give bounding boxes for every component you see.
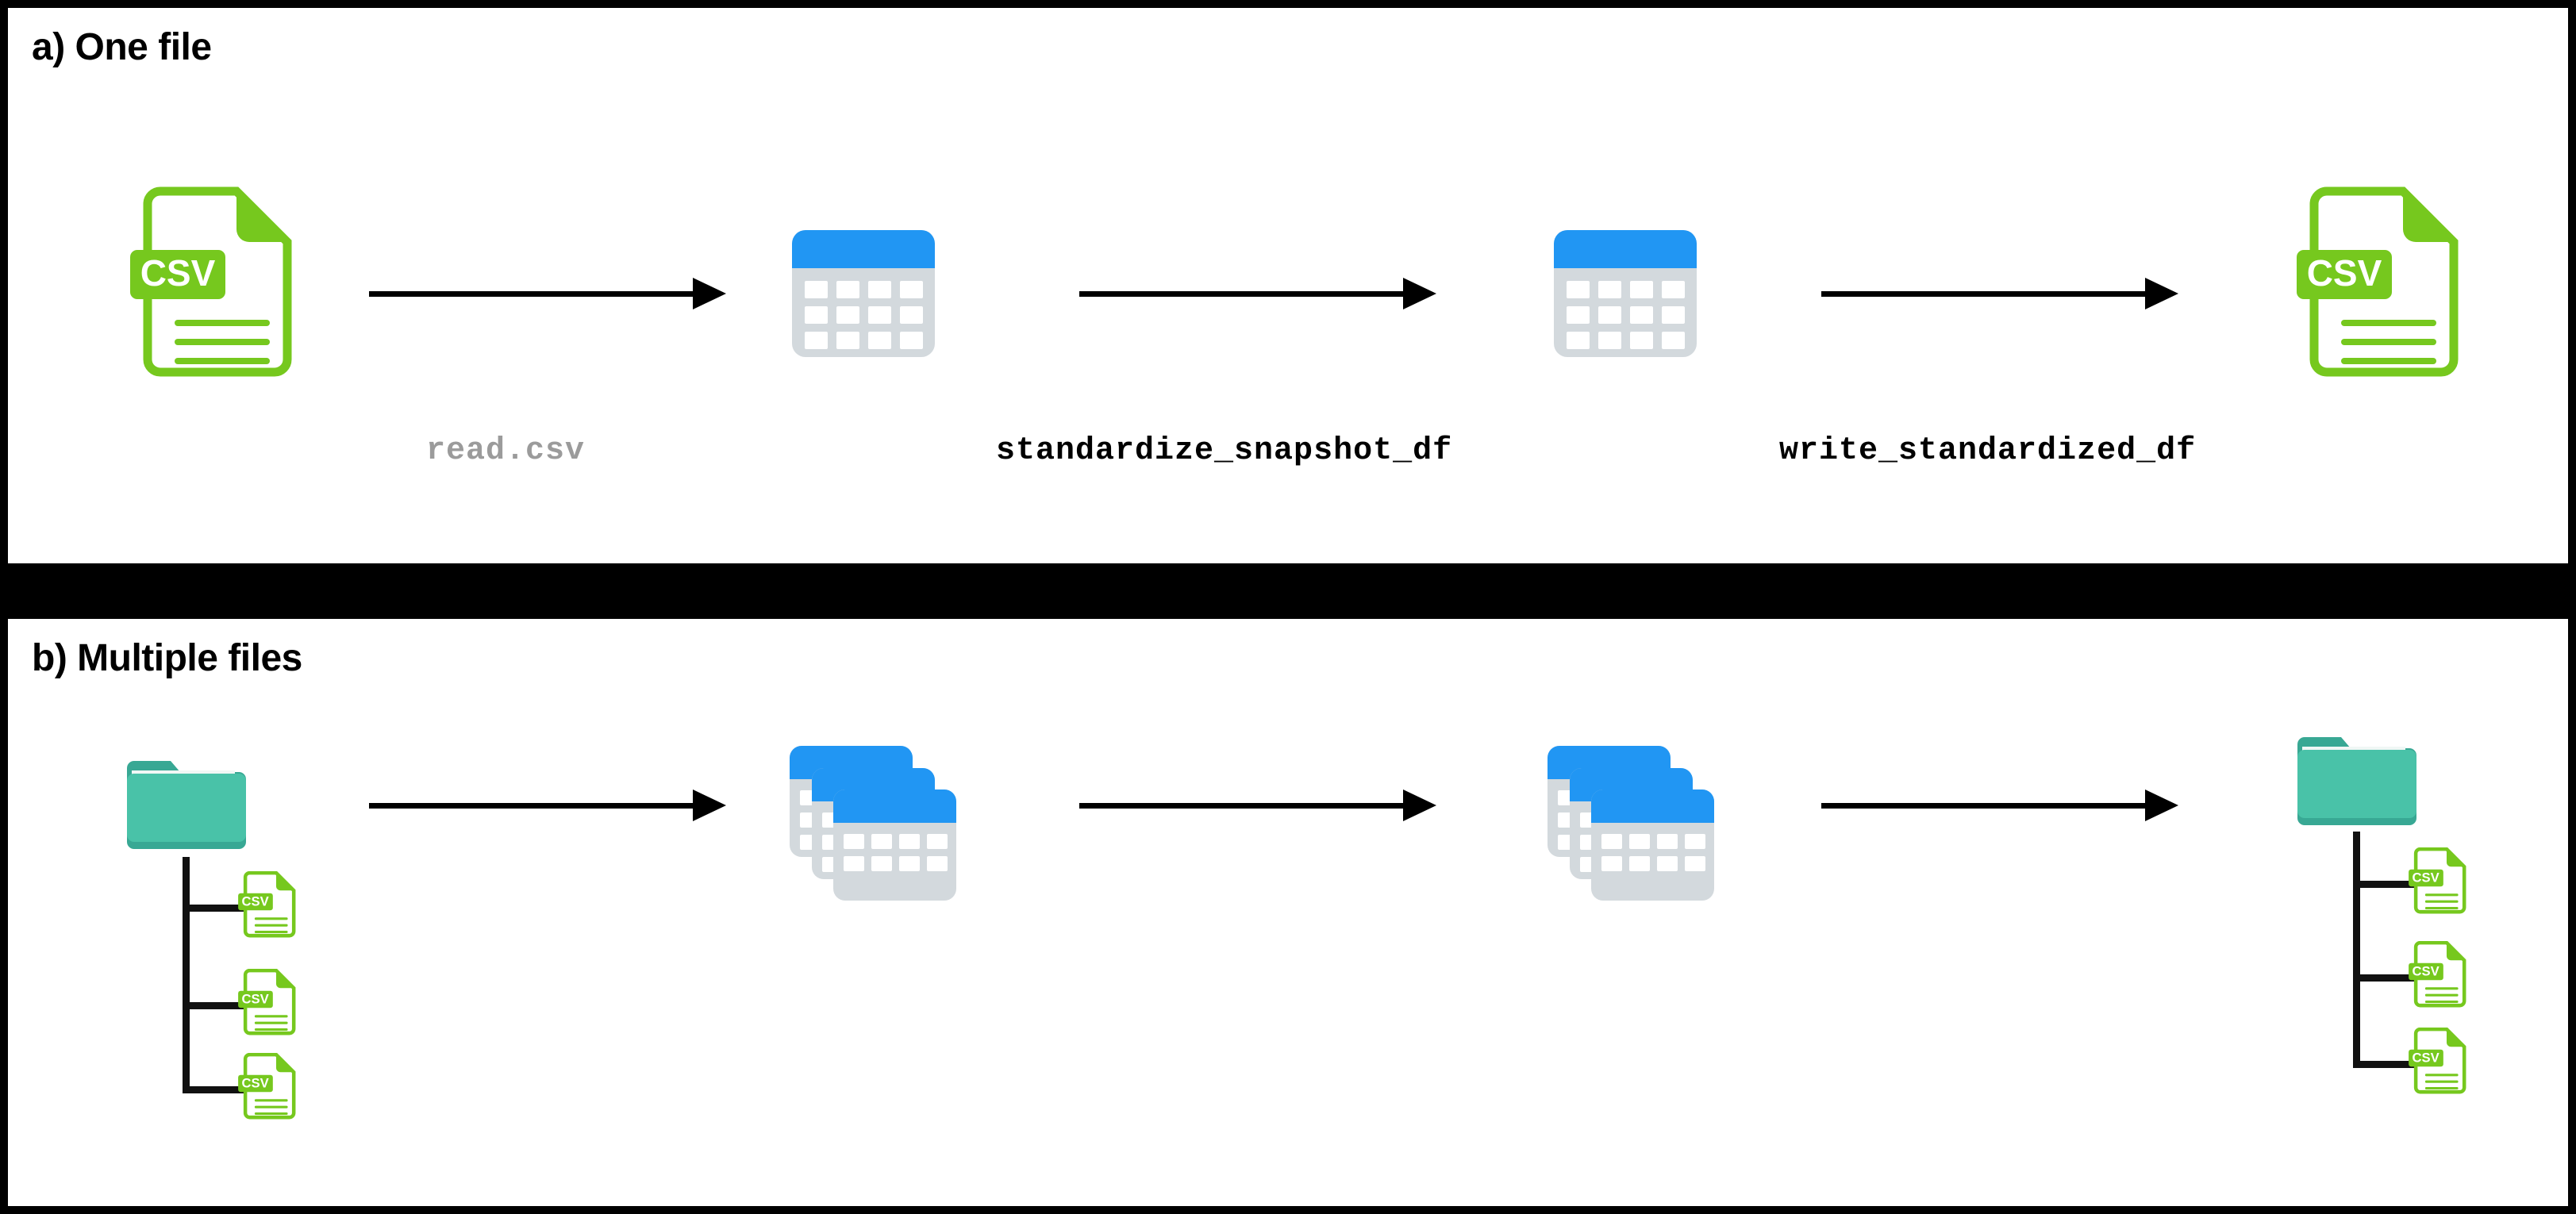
- input-tree-branch-2: [183, 1002, 265, 1009]
- arrow-write-standardized-list: [1821, 789, 2178, 821]
- arrow-shaft: [1079, 802, 1405, 809]
- standardized-dataframe: [1554, 230, 1697, 357]
- output-csv-item-3: CSV: [2409, 1028, 2472, 1095]
- output-tree-branch-3: [2353, 1061, 2436, 1068]
- svg-text:CSV: CSV: [2307, 252, 2382, 294]
- output-folder: [2297, 730, 2416, 825]
- input-tree-branch-1: [183, 905, 265, 912]
- arrow-read-snapshot-files: [369, 789, 726, 821]
- output-tree-branch-1: [2353, 881, 2436, 888]
- input-csv-file: CSV: [127, 186, 310, 381]
- label-read-csv: read.csv: [426, 433, 586, 469]
- panel-multiple-files: b) Multiple files CSV: [8, 619, 2568, 1206]
- panel-separator: [8, 563, 2568, 619]
- standardized-dataframe-list: [1548, 746, 1714, 901]
- arrow-shaft: [1821, 802, 2147, 809]
- svg-text:CSV: CSV: [140, 252, 216, 294]
- arrow-shaft: [1079, 290, 1405, 297]
- label-standardize-snapshot-df: standardize_snapshot_df: [996, 433, 1453, 469]
- arrow-shaft: [1821, 290, 2147, 297]
- arrow-head: [693, 278, 726, 309]
- arrow-shaft: [369, 290, 694, 297]
- arrow-head: [2145, 278, 2178, 309]
- input-csv-item-3: CSV: [238, 1053, 302, 1120]
- svg-text:CSV: CSV: [2413, 870, 2440, 886]
- svg-text:CSV: CSV: [242, 992, 269, 1007]
- arrow-head: [1403, 278, 1436, 309]
- output-csv-item-1: CSV: [2409, 847, 2472, 915]
- output-csv-file: CSV: [2293, 186, 2476, 381]
- arrow-head: [2145, 789, 2178, 821]
- svg-text:CSV: CSV: [242, 1076, 269, 1091]
- output-tree-trunk: [2353, 832, 2360, 1068]
- raw-dataframe: [792, 230, 935, 357]
- arrow-standardize-df: [1079, 278, 1436, 309]
- output-tree-branch-2: [2353, 974, 2436, 982]
- panel-a-title: a) One file: [32, 26, 212, 68]
- arrow-standardize-snapshot-list: [1079, 789, 1436, 821]
- svg-text:CSV: CSV: [2413, 1051, 2440, 1066]
- input-csv-item-1: CSV: [238, 871, 302, 939]
- input-tree-trunk: [183, 857, 190, 1093]
- svg-text:CSV: CSV: [2413, 964, 2440, 979]
- arrow-shaft: [369, 802, 694, 809]
- raw-dataframe-list: [790, 746, 956, 901]
- arrow-write-df: [1821, 278, 2178, 309]
- input-folder: [127, 754, 246, 849]
- input-tree-branch-3: [183, 1086, 265, 1093]
- panel-one-file: a) One file CSV read.csv: [8, 8, 2568, 563]
- input-csv-item-2: CSV: [238, 969, 302, 1036]
- arrow-read-csv: [369, 278, 726, 309]
- output-csv-item-2: CSV: [2409, 941, 2472, 1008]
- panel-b-title: b) Multiple files: [32, 637, 302, 679]
- svg-text:CSV: CSV: [242, 894, 269, 909]
- arrow-head: [693, 789, 726, 821]
- arrow-head: [1403, 789, 1436, 821]
- label-write-standardized-df: write_standardized_df: [1779, 433, 2197, 469]
